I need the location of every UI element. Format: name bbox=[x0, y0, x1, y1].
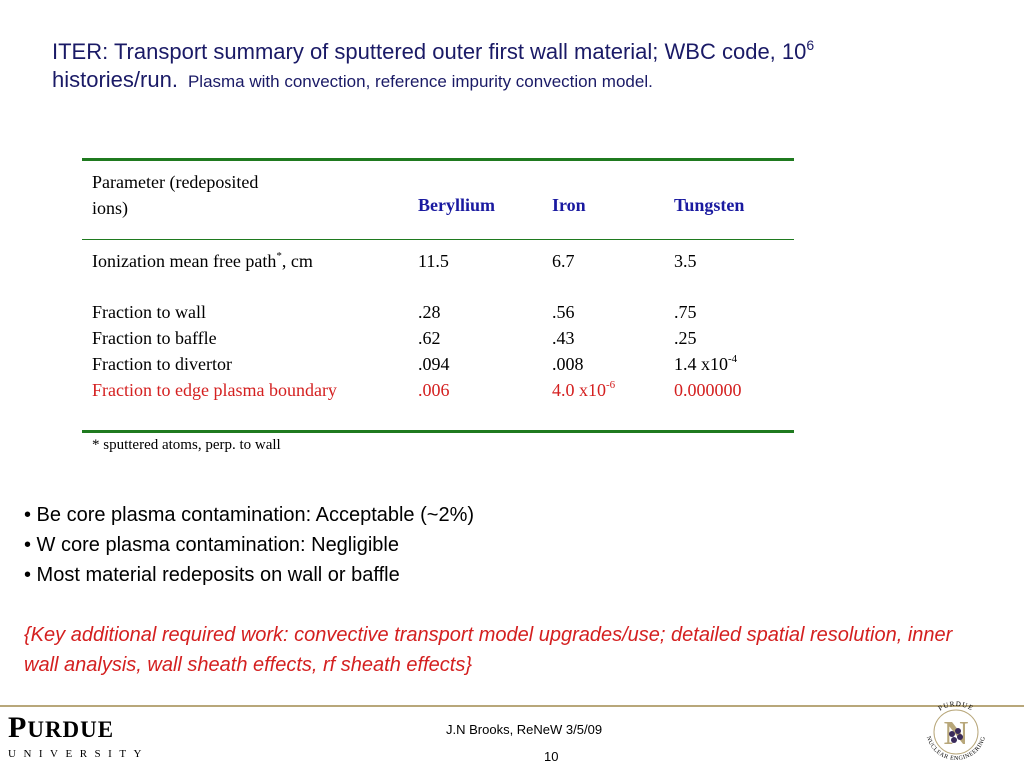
header-parameter-line1: Parameter (redeposited bbox=[92, 172, 259, 192]
header-tungsten: Tungsten bbox=[674, 195, 745, 215]
header-iron: Iron bbox=[552, 195, 586, 215]
footer-divider bbox=[0, 705, 1024, 707]
edge-tungsten: 0.000000 bbox=[674, 380, 742, 400]
row-label-wall: Fraction to wall bbox=[92, 302, 206, 322]
page-number: 10 bbox=[544, 749, 559, 764]
header-beryllium: Beryllium bbox=[418, 195, 495, 215]
table-bottom-rule bbox=[82, 430, 794, 433]
slide-title: ITER: Transport summary of sputtered out… bbox=[52, 38, 1002, 96]
title-main: ITER: Transport summary of sputtered out… bbox=[52, 39, 807, 64]
title-line2: histories/run. bbox=[52, 67, 178, 92]
wall-tungsten: .75 bbox=[674, 302, 697, 322]
ionization-iron: 6.7 bbox=[552, 251, 575, 271]
bullet-list: • Be core plasma contamination: Acceptab… bbox=[24, 500, 984, 590]
svg-text:PURDUE: PURDUE bbox=[937, 700, 975, 713]
edge-beryllium: .006 bbox=[418, 380, 450, 400]
divertor-tungsten: 1.4 x10-4 bbox=[674, 353, 738, 375]
table-row: Fraction to divertor .094 .008 1.4 x10-4 bbox=[82, 351, 794, 377]
edge-iron: 4.0 x10-6 bbox=[552, 379, 616, 401]
header-parameter-line2: ions) bbox=[92, 198, 128, 218]
transport-summary-table: Parameter (redeposited ions) Beryllium I… bbox=[82, 158, 794, 454]
row-label-ionization: Ionization mean free path*, cm bbox=[92, 250, 313, 272]
baffle-beryllium: .62 bbox=[418, 328, 441, 348]
svg-text:N: N bbox=[944, 715, 969, 752]
ionization-tungsten: 3.5 bbox=[674, 251, 697, 271]
table-footnote: * sputtered atoms, perp. to wall bbox=[92, 437, 281, 453]
title-subtitle: Plasma with convection, reference impuri… bbox=[187, 72, 653, 91]
divertor-iron: .008 bbox=[552, 354, 584, 374]
divertor-beryllium: .094 bbox=[418, 354, 450, 374]
nuclear-engineering-logo-icon: PURDUE NUCLEAR ENGINEERING N bbox=[925, 700, 987, 762]
baffle-iron: .43 bbox=[552, 328, 575, 348]
bullet-item: • Be core plasma contamination: Acceptab… bbox=[24, 504, 475, 526]
purdue-wordmark: PURDUE bbox=[8, 711, 115, 744]
bullet-item: • Most material redeposits on wall or ba… bbox=[24, 564, 400, 586]
header-parameter: Parameter (redeposited ions) bbox=[82, 161, 418, 239]
table-header-rule bbox=[82, 239, 794, 240]
purdue-logo: PURDUE UNIVERSITY bbox=[8, 712, 158, 762]
table-top-rule bbox=[82, 158, 794, 161]
author-credit: J.N Brooks, ReNeW 3/5/09 bbox=[446, 722, 603, 737]
purdue-university-text: UNIVERSITY bbox=[8, 748, 149, 760]
bullet-item: • W core plasma contamination: Negligibl… bbox=[24, 534, 399, 556]
table-header-row: Parameter (redeposited ions) Beryllium I… bbox=[82, 161, 794, 239]
wall-iron: .56 bbox=[552, 302, 575, 322]
ionization-beryllium: 11.5 bbox=[418, 251, 449, 271]
row-label-baffle: Fraction to baffle bbox=[92, 328, 217, 348]
row-label-edge: Fraction to edge plasma boundary bbox=[92, 380, 337, 400]
row-label-divertor: Fraction to divertor bbox=[92, 354, 232, 374]
table-row: Fraction to wall .28 .56 .75 bbox=[82, 299, 794, 325]
baffle-tungsten: .25 bbox=[674, 328, 697, 348]
wall-beryllium: .28 bbox=[418, 302, 441, 322]
table-row: Fraction to edge plasma boundary .006 4.… bbox=[82, 377, 794, 403]
key-additional-work: {Key additional required work: convectiv… bbox=[24, 624, 953, 676]
table-row: Ionization mean free path*, cm 11.5 6.7 … bbox=[82, 248, 794, 274]
title-exponent: 6 bbox=[806, 37, 815, 53]
table-row: Fraction to baffle .62 .43 .25 bbox=[82, 325, 794, 351]
